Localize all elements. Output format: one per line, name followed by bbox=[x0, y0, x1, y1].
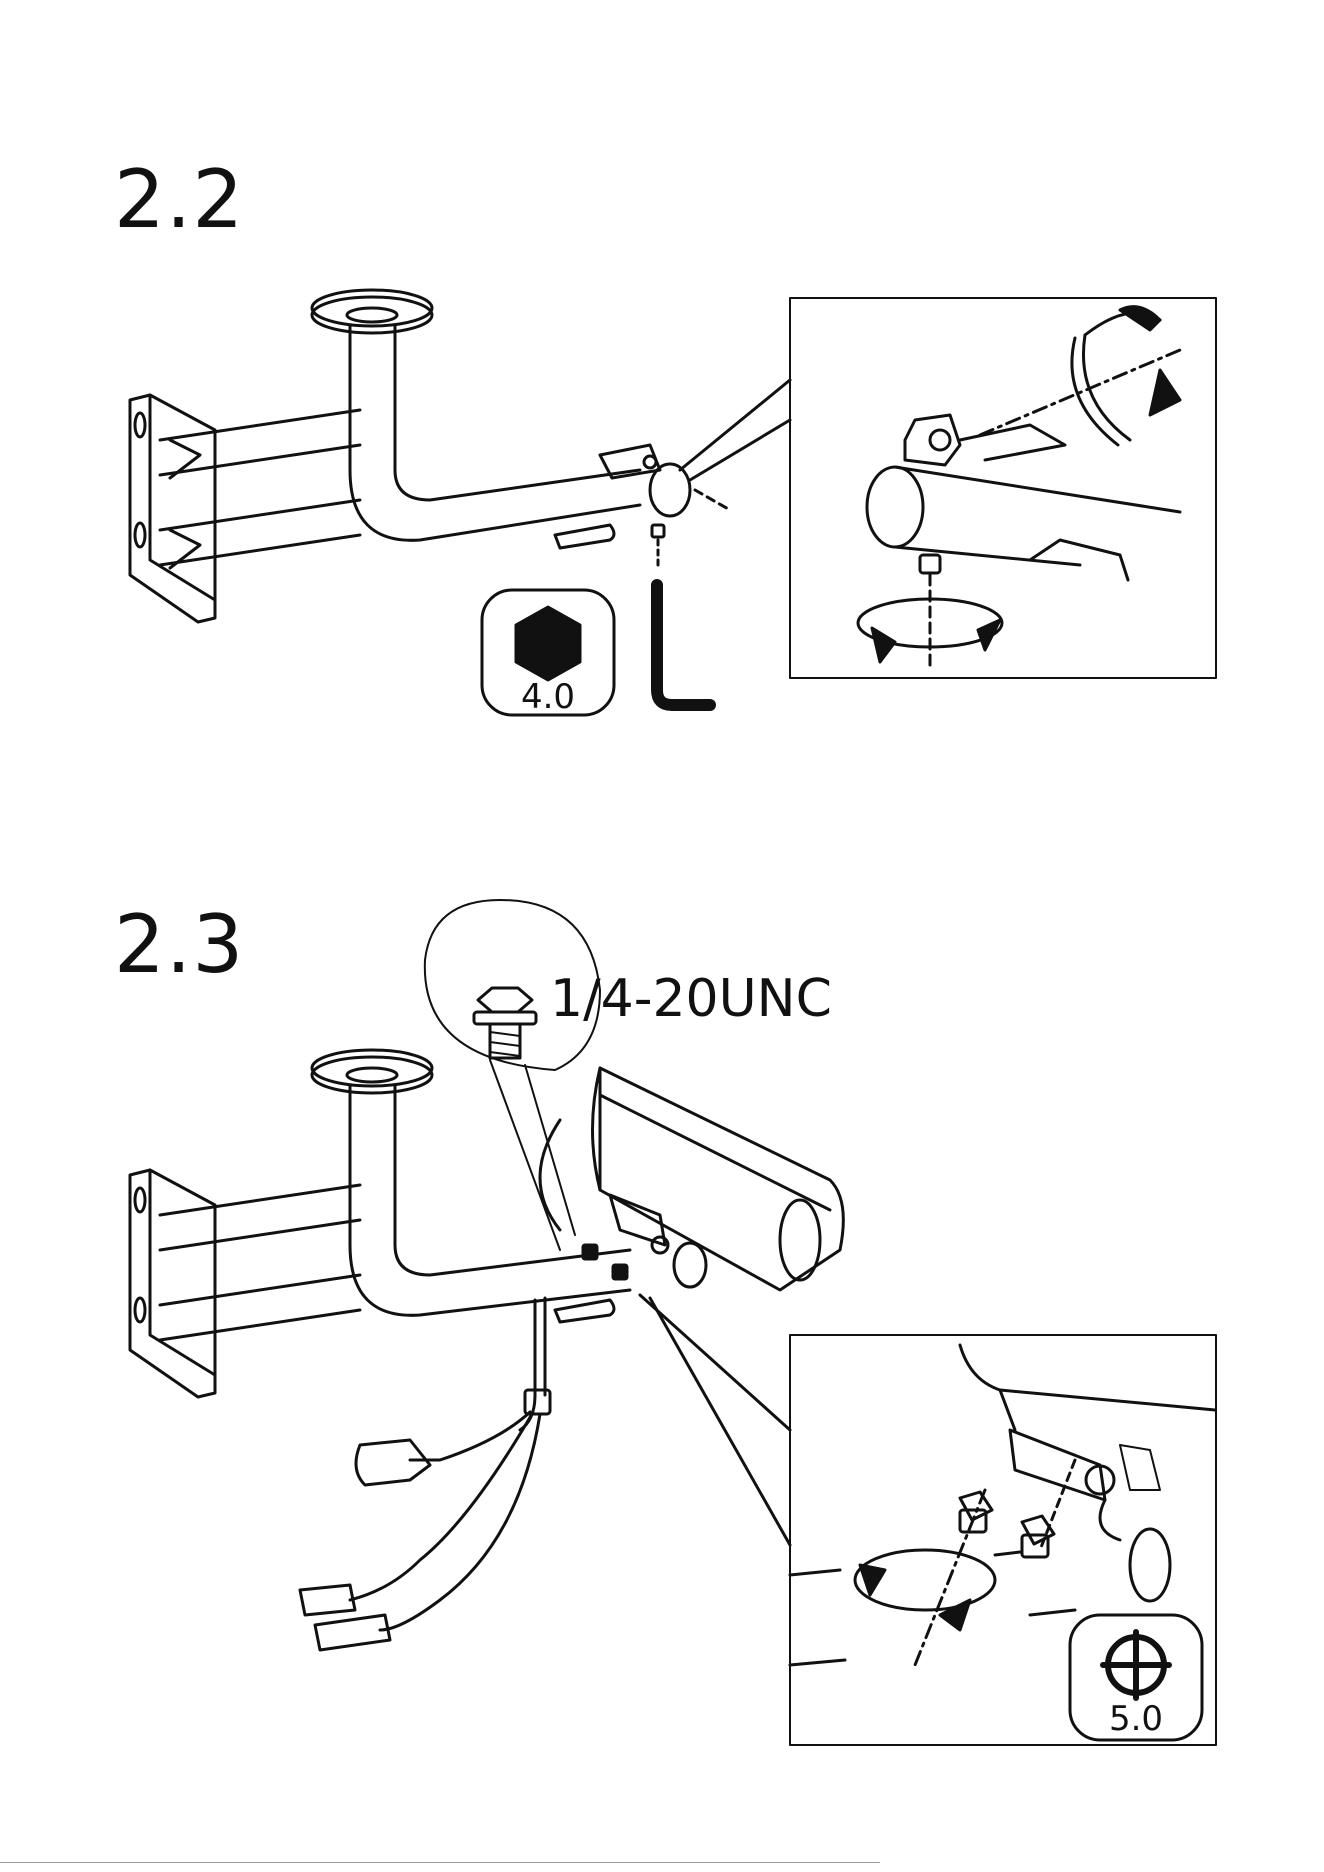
bolt-icon bbox=[474, 988, 536, 1058]
detail-inset-2-2 bbox=[790, 298, 1216, 678]
hex-key-icon bbox=[516, 607, 580, 680]
footer-rule bbox=[0, 1862, 880, 1863]
bracket-illustration-2-2 bbox=[130, 290, 790, 705]
tool-size-4-0: 4.0 bbox=[521, 677, 575, 717]
screw-spec-label: 1/4-20UNC bbox=[550, 969, 832, 1029]
bracket-illustration-2-3 bbox=[130, 1050, 843, 1650]
phillips-screwdriver-icon bbox=[1103, 1632, 1169, 1698]
detail-inset-2-3 bbox=[790, 1335, 1216, 1745]
tool-badge-hex-4-0: 4.0 bbox=[482, 590, 614, 717]
tool-size-5-0: 5.0 bbox=[1109, 1699, 1163, 1739]
screw-spec-callout: 1/4-20UNC bbox=[425, 900, 832, 1250]
tool-badge-phillips-5-0: 5.0 bbox=[1070, 1615, 1202, 1740]
